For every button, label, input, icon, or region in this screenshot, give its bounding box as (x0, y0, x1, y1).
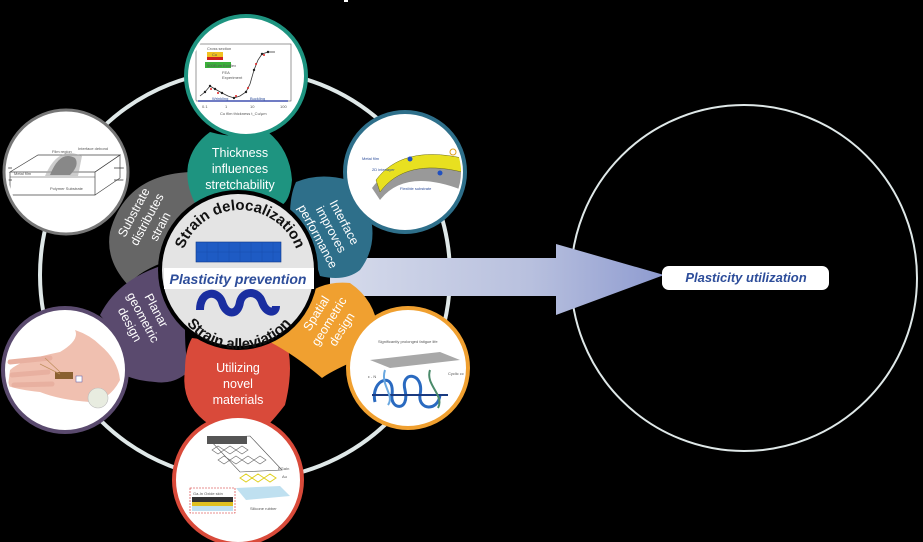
petal-thickness-line-2: influences (212, 162, 268, 176)
svg-text:Cu film thickness t_Cu/μm: Cu film thickness t_Cu/μm (220, 111, 267, 116)
center-hub: Strain delocalization Plasticity prevent… (158, 190, 318, 353)
mesh-material-image: Ga-In Oxide skin Silicone rubber EGaIn A… (189, 435, 290, 514)
svg-text:Au: Au (282, 474, 287, 479)
petal-novel[interactable]: Utilizing novel materials (184, 338, 290, 425)
svg-text:1: 1 (225, 104, 228, 109)
svg-text:2D interlayer: 2D interlayer (372, 167, 395, 172)
spatial-structure-image: Significantly prolonged fatigue life ε -… (368, 339, 489, 409)
image-circle-planar[interactable] (1, 306, 129, 434)
image-circle-thickness[interactable]: Cross section Cu 500Eum Ecoflex FEA Expe… (184, 14, 308, 138)
svg-text:Wrinkling: Wrinkling (212, 96, 228, 101)
svg-text:Silicone rubber: Silicone rubber (250, 506, 277, 511)
utilization-text: Plasticity utilization (685, 270, 806, 285)
svg-text:Ga-In Oxide skin: Ga-In Oxide skin (193, 491, 223, 496)
svg-text:ε - N: ε - N (368, 374, 376, 379)
petal-thickness-line-3: stretchability (205, 178, 275, 192)
transition-arrow (330, 244, 664, 315)
petal-novel-line-2: novel (223, 377, 253, 391)
interface-illustration-image: Metal film 2D interlayer Flexible substr… (362, 148, 461, 200)
svg-text:FEA: FEA (222, 70, 230, 75)
utilization-pill (662, 266, 829, 290)
utilization-label[interactable]: Plasticity utilization (662, 266, 829, 290)
image-circle-substrate[interactable]: Film region Interface debond Metal film … (2, 108, 130, 236)
image-circle-novel[interactable]: Ga-In Oxide skin Silicone rubber EGaIn A… (172, 414, 304, 542)
film-substrate-illustration: Film region Interface debond Metal film … (8, 146, 124, 196)
mesh-grid-lines (196, 242, 281, 262)
svg-text:500Eum Ecoflex: 500Eum Ecoflex (207, 63, 236, 68)
petal-thickness-line-1: Thickness (212, 146, 268, 160)
strain-alleviation-serpentine-icon (196, 289, 280, 317)
top-mark (344, 0, 348, 2)
svg-text:Significantly prolonged fatigu: Significantly prolonged fatigue life (378, 339, 438, 344)
svg-text:Polymer Substrate: Polymer Substrate (50, 186, 84, 191)
image-circle-interface[interactable]: Metal film 2D interlayer Flexible substr… (343, 110, 467, 234)
svg-text:0.1: 0.1 (202, 104, 208, 109)
svg-text:Metal film: Metal film (14, 171, 32, 176)
svg-text:10: 10 (250, 104, 255, 109)
svg-text:Interface debond: Interface debond (78, 146, 108, 151)
svg-text:100: 100 (280, 104, 287, 109)
image-circle-thickness-border (184, 14, 308, 138)
stretchability-chart-image: Cross section Cu 500Eum Ecoflex FEA Expe… (195, 43, 292, 116)
petal-thickness[interactable]: Thickness influences stretchability (187, 132, 292, 205)
center-label-band (164, 268, 314, 289)
svg-text:Experiment: Experiment (222, 75, 243, 80)
image-circle-novel-border (172, 414, 304, 542)
petal-novel-line-1: Utilizing (216, 361, 260, 375)
plasticity-prevention-label: Plasticity prevention (170, 271, 307, 287)
image-circle-spatial-border (346, 306, 470, 430)
petal-novel-shape (184, 338, 290, 425)
svg-text:Cyclic compact loading: Cyclic compact loading (448, 371, 489, 376)
svg-text:Cu: Cu (212, 52, 217, 57)
svg-text:Cross section: Cross section (207, 46, 231, 51)
svg-text:Flexible substrate: Flexible substrate (400, 186, 432, 191)
svg-text:Film region: Film region (52, 149, 72, 154)
svg-text:Buckling: Buckling (250, 96, 265, 101)
petal-novel-line-3: materials (213, 393, 264, 407)
hand-device-photo (7, 330, 120, 409)
petal-thickness-shape (187, 132, 292, 205)
svg-text:Metal film: Metal film (362, 156, 380, 161)
svg-text:EGaIn: EGaIn (278, 466, 289, 471)
image-circle-spatial[interactable]: Significantly prolonged fatigue life ε -… (346, 306, 489, 430)
